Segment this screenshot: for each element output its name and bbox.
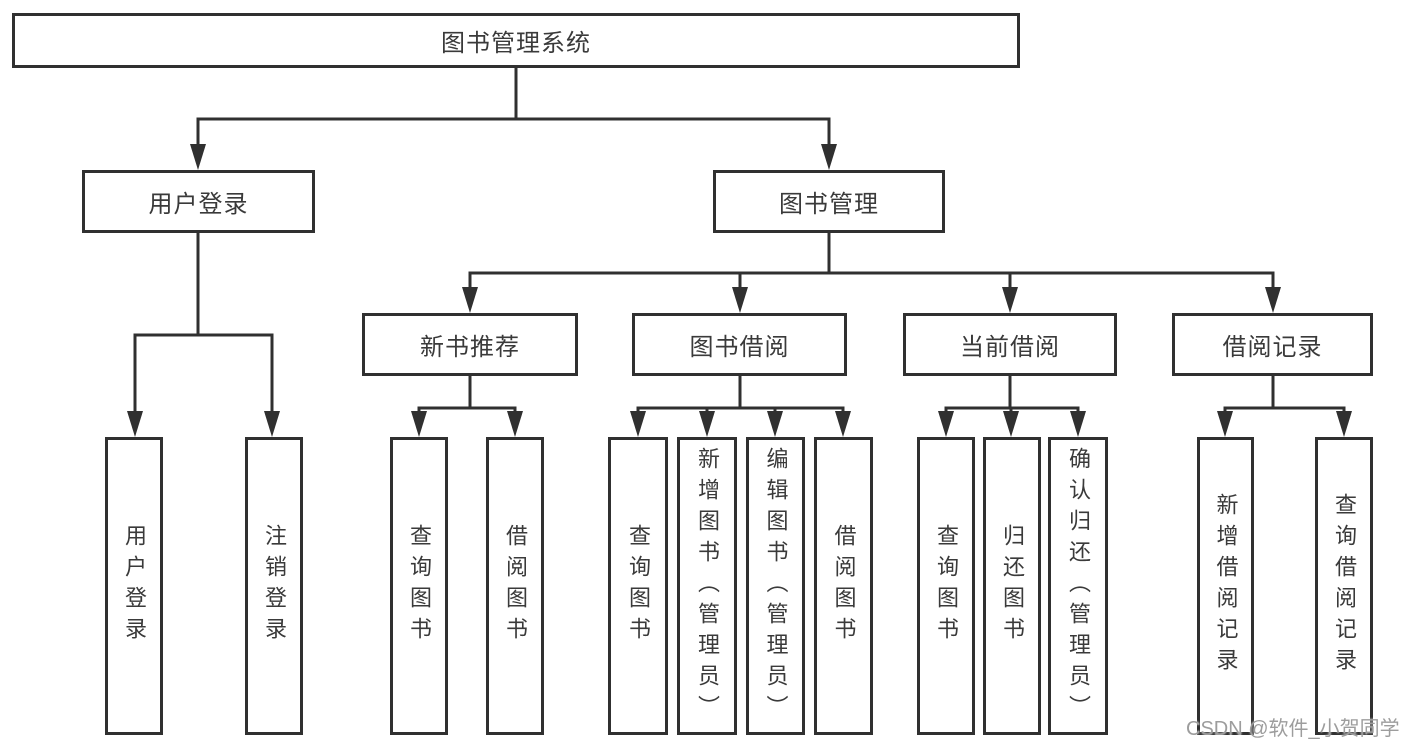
node-root: 图书管理系统 xyxy=(12,13,1020,68)
leaf-cb-query-books: 查询图书 xyxy=(917,437,975,735)
leaf-cb-confirm-return-admin-label: 确认归还（管理员） xyxy=(1066,446,1091,726)
leaf-nb-borrow-books-label: 借阅图书 xyxy=(503,524,528,648)
leaf-br-query-record-label: 查询借阅记录 xyxy=(1332,493,1357,679)
node-book-borrow-label: 图书借阅 xyxy=(689,334,790,361)
node-book-borrow: 图书借阅 xyxy=(632,313,847,376)
leaf-br-add-record: 新增借阅记录 xyxy=(1197,437,1254,735)
node-book-mgmt: 图书管理 xyxy=(713,170,945,233)
node-current-borrow: 当前借阅 xyxy=(903,313,1117,376)
leaf-bb-edit-books-admin-label: 编辑图书（管理员） xyxy=(763,446,789,726)
node-new-book-rec-label: 新书推荐 xyxy=(420,334,520,361)
leaf-bb-add-books-admin: 新增图书（管理员） xyxy=(677,437,737,735)
arrowheads xyxy=(127,144,1352,437)
leaf-nb-borrow-books: 借阅图书 xyxy=(486,437,544,735)
leaf-bb-borrow-books-label: 借阅图书 xyxy=(831,524,857,648)
leaf-br-add-record-label: 新增借阅记录 xyxy=(1213,493,1239,679)
watermark-text: CSDN @软件_小贺同学 xyxy=(1186,718,1400,740)
leaf-cb-confirm-return-admin: 确认归还（管理员） xyxy=(1048,437,1108,735)
leaf-bb-query-books: 查询图书 xyxy=(608,437,668,735)
node-user-login-label: 用户登录 xyxy=(148,191,249,218)
node-book-mgmt-label: 图书管理 xyxy=(779,191,879,218)
leaf-br-query-record: 查询借阅记录 xyxy=(1315,437,1373,735)
leaf-nb-query-books: 查询图书 xyxy=(390,437,448,735)
leaf-bb-edit-books-admin: 编辑图书（管理员） xyxy=(746,437,805,735)
leaf-bb-add-books-admin-label: 新增图书（管理员） xyxy=(695,446,720,726)
leaf-cb-return-books-label: 归还图书 xyxy=(1000,524,1025,648)
node-user-login: 用户登录 xyxy=(82,170,315,233)
leaf-cb-return-books: 归还图书 xyxy=(983,437,1041,735)
node-current-borrow-label: 当前借阅 xyxy=(960,334,1060,361)
leaf-user-login: 用户登录 xyxy=(105,437,163,735)
leaf-bb-borrow-books: 借阅图书 xyxy=(814,437,873,735)
leaf-nb-query-books-label: 查询图书 xyxy=(407,524,432,648)
node-borrow-records-label: 借阅记录 xyxy=(1222,334,1323,361)
node-new-book-rec: 新书推荐 xyxy=(362,313,578,376)
leaf-cb-query-books-label: 查询图书 xyxy=(934,524,959,648)
leaf-bb-query-books-label: 查询图书 xyxy=(626,524,651,648)
node-borrow-records: 借阅记录 xyxy=(1172,313,1373,376)
leaf-logout: 注销登录 xyxy=(245,437,303,735)
node-root-label: 图书管理系统 xyxy=(441,30,591,57)
leaf-logout-label: 注销登录 xyxy=(262,524,287,648)
leaf-user-login-label: 用户登录 xyxy=(122,524,147,648)
